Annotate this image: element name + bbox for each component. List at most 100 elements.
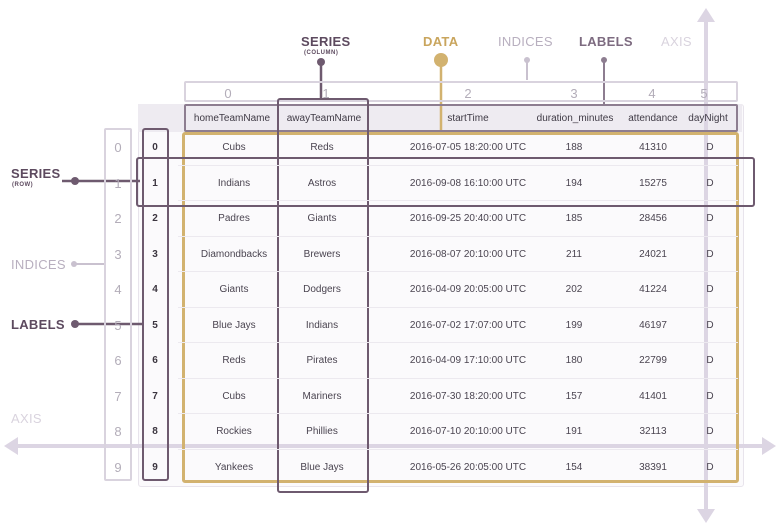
column-header: attendance <box>628 113 678 124</box>
series-column-callout: SERIES <box>301 34 351 49</box>
row-index: 5 <box>114 318 122 333</box>
table-cell: 199 <box>565 320 583 331</box>
labels-top-callout: LABELS <box>579 34 633 49</box>
table-cell: Phillies <box>306 426 338 437</box>
row-index: 0 <box>114 140 122 155</box>
table-cell: Rockies <box>216 426 252 437</box>
row-label: 1 <box>152 178 158 189</box>
table-cell: D <box>706 249 714 260</box>
column-index: 2 <box>464 86 472 101</box>
table-cell: 188 <box>565 142 583 153</box>
row-indices-box <box>104 128 132 481</box>
column-index: 1 <box>322 86 330 101</box>
series-column-box <box>277 98 369 493</box>
row-divider <box>178 449 738 450</box>
table-cell: 2016-07-02 17:07:00 UTC <box>409 320 527 331</box>
table-cell: D <box>706 320 714 331</box>
table-cell: Brewers <box>303 249 341 260</box>
row-index: 4 <box>114 282 122 297</box>
table-cell: Blue Jays <box>212 320 256 331</box>
data-callout: DATA <box>423 34 459 49</box>
table-cell: 41310 <box>639 142 667 153</box>
column-index: 4 <box>648 86 656 101</box>
table-cell: 15275 <box>639 178 667 189</box>
column-header: startTime <box>447 113 489 124</box>
table-cell: 194 <box>565 178 583 189</box>
table-cell: Dodgers <box>303 284 341 295</box>
row-label: 0 <box>152 142 158 153</box>
table-cell: 41224 <box>639 284 667 295</box>
table-cell: 41401 <box>639 391 667 402</box>
vertical-axis-bottom-arrowhead <box>697 509 715 523</box>
row-divider <box>178 271 738 272</box>
labels-left-callout: LABELS <box>11 317 65 332</box>
table-cell: 202 <box>565 284 583 295</box>
row-divider <box>178 307 738 308</box>
table-cell: D <box>706 142 714 153</box>
column-index: 0 <box>224 86 232 101</box>
table-cell: 22799 <box>639 355 667 366</box>
column-header: homeTeamName <box>193 113 271 124</box>
table-cell: Diamondbacks <box>200 249 268 260</box>
axis-left-callout: AXIS <box>11 411 42 426</box>
row-divider <box>178 378 738 379</box>
table-cell: 2016-04-09 17:10:00 UTC <box>409 355 527 366</box>
table-cell: 2016-07-10 20:10:00 UTC <box>409 426 527 437</box>
table-cell: D <box>706 284 714 295</box>
table-cell: Giants <box>307 213 337 224</box>
horizontal-axis-right-arrowhead <box>762 437 776 455</box>
table-cell: Cubs <box>222 142 246 153</box>
row-labels-box <box>142 128 169 481</box>
row-index: 6 <box>114 353 122 368</box>
table-cell: D <box>706 213 714 224</box>
indices-left-callout: INDICES <box>11 257 66 272</box>
row-index: 1 <box>114 176 122 191</box>
column-labels-box <box>184 104 738 132</box>
table-cell: 2016-08-07 20:10:00 UTC <box>409 249 527 260</box>
table-cell: D <box>706 178 714 189</box>
table-cell: Mariners <box>302 391 342 402</box>
column-header: dayNight <box>688 113 728 124</box>
table-cell: 2016-07-05 18:20:00 UTC <box>409 142 527 153</box>
series-row-box <box>136 157 755 207</box>
table-cell: Yankees <box>214 462 254 473</box>
column-index: 3 <box>570 86 578 101</box>
table-cell: 24021 <box>639 249 667 260</box>
row-divider <box>178 413 738 414</box>
table-cell: 2016-07-30 18:20:00 UTC <box>409 391 527 402</box>
table-cell: Reds <box>222 355 246 366</box>
row-label: 5 <box>152 320 158 331</box>
row-label: 4 <box>152 284 158 295</box>
row-index: 8 <box>114 424 122 439</box>
table-cell: Indians <box>217 178 251 189</box>
table-cell: D <box>706 426 714 437</box>
table-cell: Cubs <box>222 391 246 402</box>
table-cell: 157 <box>565 391 583 402</box>
table-cell: D <box>706 462 714 473</box>
row-label: 9 <box>152 462 158 473</box>
table-cell: Astros <box>307 178 337 189</box>
series-row-callout-sub: (ROW) <box>12 182 34 188</box>
row-label: 3 <box>152 249 158 260</box>
table-cell: Blue Jays <box>300 462 344 473</box>
row-index: 3 <box>114 247 122 262</box>
table-cell: 180 <box>565 355 583 366</box>
row-divider <box>178 342 738 343</box>
table-background <box>138 104 744 487</box>
row-index: 2 <box>114 211 122 226</box>
table-cell: 2016-04-09 20:05:00 UTC <box>409 284 527 295</box>
column-indices-box <box>184 81 738 102</box>
column-header: duration_minutes <box>536 113 614 124</box>
row-label: 2 <box>152 213 158 224</box>
table-cell: 2016-09-25 20:40:00 UTC <box>409 213 527 224</box>
row-index: 9 <box>114 460 122 475</box>
table-cell: D <box>706 391 714 402</box>
series-column-callout-sub: (COLUMN) <box>304 50 339 56</box>
row-label: 7 <box>152 391 158 402</box>
row-divider <box>178 165 738 166</box>
table-cell: 2016-09-08 16:10:00 UTC <box>409 178 527 189</box>
row-label: 6 <box>152 355 158 366</box>
table-cell: 191 <box>565 426 583 437</box>
indices-top-callout: INDICES <box>498 34 553 49</box>
